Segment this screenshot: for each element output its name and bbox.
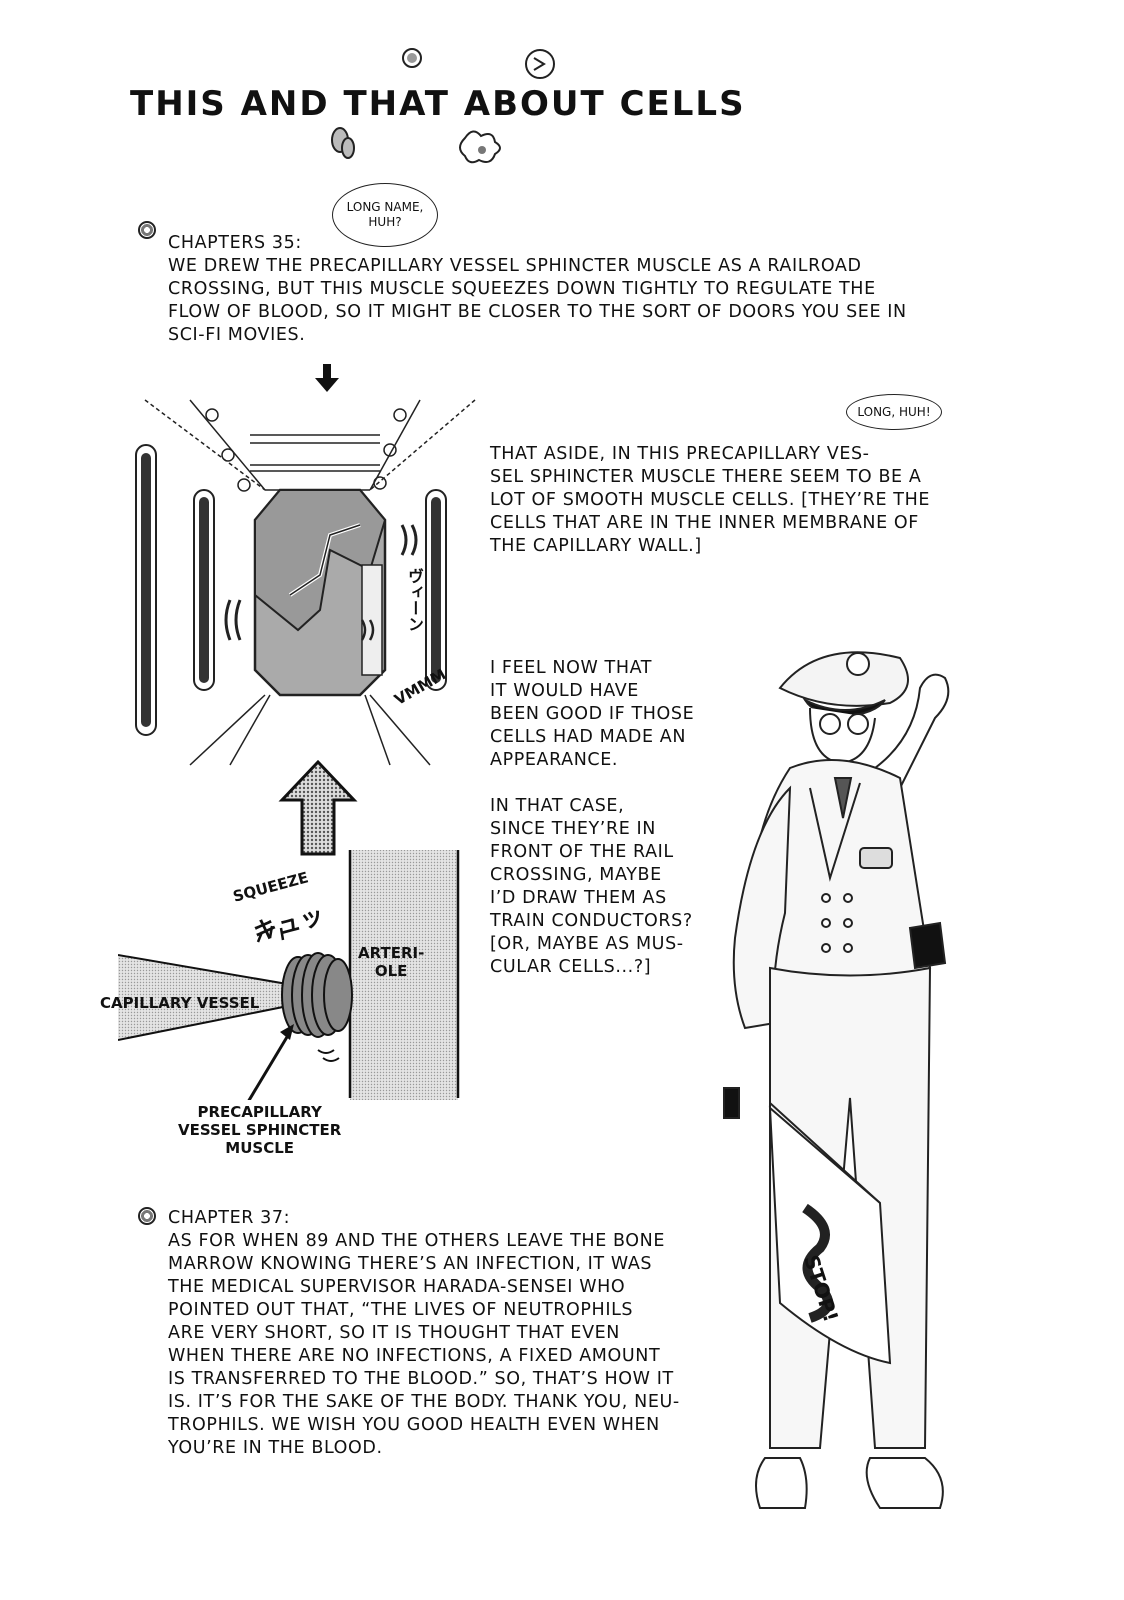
bubble-line: LONG, HUH! (857, 404, 931, 419)
cell-doodle-icon (341, 137, 355, 159)
page-title: THIS AND THAT ABOUT CELLS (130, 84, 746, 124)
chapter-35-line: WE DREW THE PRECAPILLARY VESSEL SPHINCTE… (168, 256, 862, 276)
chapter-37-line: ARE VERY SHORT, SO IT IS THOUGHT THAT EV… (168, 1323, 621, 1343)
feel-line: CELLS HAD MADE AN (490, 727, 687, 747)
feel-line: CULAR CELLS...?] (490, 957, 652, 977)
chapter-35-line: FLOW OF BLOOD, SO IT MIGHT BE CLOSER TO … (168, 302, 907, 322)
chapter-35-heading: CHAPTERS 35: (168, 233, 302, 253)
label-line: OLE (374, 962, 408, 980)
up-arrow-icon (278, 759, 358, 856)
feel-line: IN THAT CASE, (490, 796, 625, 816)
bubble-line: LONG NAME, (346, 200, 424, 214)
bubble-line: HUH? (368, 215, 402, 229)
aside-text-block: THAT ASIDE, IN THIS PRECAPILLARY VES- SE… (490, 443, 930, 558)
aside-line: THE CAPILLARY WALL.] (490, 536, 702, 556)
chapter-35-line: CROSSING, BUT THIS MUSCLE SQUEEZES DOWN … (168, 279, 876, 299)
label-line: ARTERI- (358, 944, 425, 962)
feel-line: BEEN GOOD IF THOSE (490, 704, 695, 724)
aside-line: CELLS THAT ARE IN THE INNER MEMBRANE OF (490, 513, 919, 533)
feel-line: APPEARANCE. (490, 750, 619, 770)
chapter-37-heading: CHAPTER 37: (168, 1208, 291, 1228)
label-arteriole: ARTERI- OLE (358, 944, 424, 980)
chapter-37-line: IS. IT’S FOR THE SAKE OF THE BODY. THANK… (168, 1392, 680, 1412)
feel-line: I’D DRAW THEM AS (490, 888, 667, 908)
label-sphincter-muscle: PRECAPILLARY VESSEL SPHINCTER MUSCLE (178, 1103, 341, 1157)
chapter-37-line: YOU’RE IN THE BLOOD. (168, 1438, 383, 1458)
label-line: MUSCLE (225, 1139, 295, 1157)
feel-line: I FEEL NOW THAT (490, 658, 653, 678)
feel-line: SINCE THEY’RE IN (490, 819, 656, 839)
chapter-35-block: CHAPTERS 35: WE DREW THE PRECAPILLARY VE… (168, 232, 907, 347)
feel-line: FRONT OF THE RAIL (490, 842, 674, 862)
aside-line: SEL SPHINCTER MUSCLE THERE SEEM TO BE A (490, 467, 922, 487)
train-conductor-illustration (723, 651, 950, 1509)
feel-line: [OR, MAYBE AS MUS- (490, 934, 684, 954)
sci-fi-door-illustration (135, 399, 476, 766)
chapter-37-line: WHEN THERE ARE NO INFECTIONS, A FIXED AM… (168, 1346, 661, 1366)
chapter-37-line: AS FOR WHEN 89 AND THE OTHERS LEAVE THE … (168, 1231, 666, 1251)
feel-line: IT WOULD HAVE (490, 681, 639, 701)
cell-doodle-icon (525, 49, 555, 79)
chapter-37-line: POINTED OUT THAT, “THE LIVES OF NEUTROPH… (168, 1300, 634, 1320)
cell-doodles (331, 48, 555, 164)
sphincter-muscle-icon (281, 952, 353, 1038)
aside-line: LOT OF SMOOTH MUSCLE CELLS. [THEY’RE THE (490, 490, 931, 510)
chapter-37-bullet-icon (138, 1207, 156, 1225)
speech-bubble-long-huh: LONG, HUH! (846, 394, 942, 430)
chapter-37-line: IS TRANSFERRED TO THE BLOOD.” SO, THAT’S… (168, 1369, 674, 1389)
chapter-37-line: TROPHILS. WE WISH YOU GOOD HEALTH EVEN W… (168, 1415, 660, 1435)
chapter-35-bullet-icon (138, 221, 156, 239)
chapter-37-line: MARROW KNOWING THERE’S AN INFECTION, IT … (168, 1254, 653, 1274)
aside-line: THAT ASIDE, IN THIS PRECAPILLARY VES- (490, 444, 870, 464)
down-arrow-icon (315, 364, 339, 392)
chapter-37-line: THE MEDICAL SUPERVISOR HARADA-SENSEI WHO (168, 1277, 626, 1297)
label-line: PRECAPILLARY (197, 1103, 322, 1121)
speech-bubble-long-name: LONG NAME, HUH? (332, 183, 438, 247)
feel-line (490, 772, 694, 795)
label-capillary-vessel: CAPILLARY VESSEL (100, 994, 260, 1012)
feel-line: TRAIN CONDUCTORS? (490, 911, 693, 931)
chapter-35-line: SCI-FI MOVIES. (168, 325, 306, 345)
feel-text-block: I FEEL NOW THAT IT WOULD HAVE BEEN GOOD … (490, 657, 694, 979)
feel-line: CROSSING, MAYBE (490, 865, 662, 885)
capillary-diagram (118, 850, 460, 1100)
chapter-37-block: CHAPTER 37: AS FOR WHEN 89 AND THE OTHER… (168, 1207, 680, 1460)
label-line: VESSEL SPHINCTER (178, 1121, 342, 1139)
sfx-vmmm-jp: ヴィーン (405, 568, 424, 632)
